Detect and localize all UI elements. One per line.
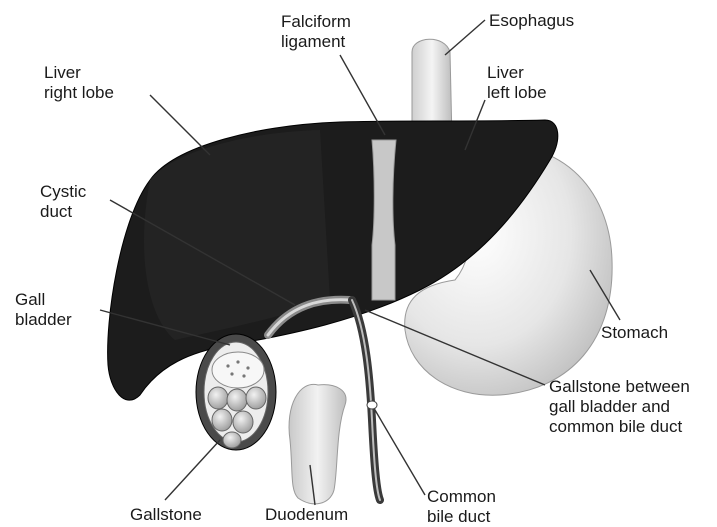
label-liver-left-line1: Liver [487, 63, 547, 83]
label-cystic-line1: Cystic [40, 182, 86, 202]
label-esophagus: Esophagus [489, 11, 574, 31]
label-cbd-line1: Common [427, 487, 496, 507]
leader-gallstone [165, 440, 220, 500]
label-gallstone-text: Gallstone [130, 505, 202, 525]
label-stomach: Stomach [601, 323, 668, 343]
label-liver-right-line2: right lobe [44, 83, 114, 103]
label-cbd-line2: bile duct [427, 507, 496, 527]
label-gallstone-between: Gallstone between gall bladder and commo… [549, 377, 690, 437]
label-liver-right-line1: Liver [44, 63, 114, 83]
falciform-ligament-shape [372, 140, 396, 300]
leader-esophagus [445, 20, 485, 55]
label-between-line1: Gallstone between [549, 377, 690, 397]
label-stomach-text: Stomach [601, 323, 668, 343]
label-cystic-line2: duct [40, 202, 86, 222]
label-between-line2: gall bladder and [549, 397, 690, 417]
label-liver-left-line2: left lobe [487, 83, 547, 103]
label-gall-line1: Gall [15, 290, 72, 310]
label-falciform-line2: ligament [281, 32, 351, 52]
label-liver-right-lobe: Liver right lobe [44, 63, 114, 103]
leader-liver-right [150, 95, 210, 155]
label-liver-left-lobe: Liver left lobe [487, 63, 547, 103]
label-falciform-line1: Falciform [281, 12, 351, 32]
lodged-gallstone [367, 401, 377, 409]
label-gall-line2: bladder [15, 310, 72, 330]
label-cystic-duct: Cystic duct [40, 182, 86, 222]
label-between-line3: common bile duct [549, 417, 690, 437]
label-gall-bladder: Gall bladder [15, 290, 72, 330]
common-bile-duct-highlight [352, 300, 380, 500]
label-gallstone: Gallstone [130, 505, 202, 525]
label-falciform-ligament: Falciform ligament [281, 12, 351, 52]
label-common-bile-duct: Common bile duct [427, 487, 496, 527]
label-duodenum: Duodenum [265, 505, 348, 525]
duodenum-shape [289, 384, 346, 503]
label-esophagus-text: Esophagus [489, 11, 574, 31]
label-duodenum-text: Duodenum [265, 505, 348, 525]
leader-common-bile-duct [375, 410, 425, 495]
